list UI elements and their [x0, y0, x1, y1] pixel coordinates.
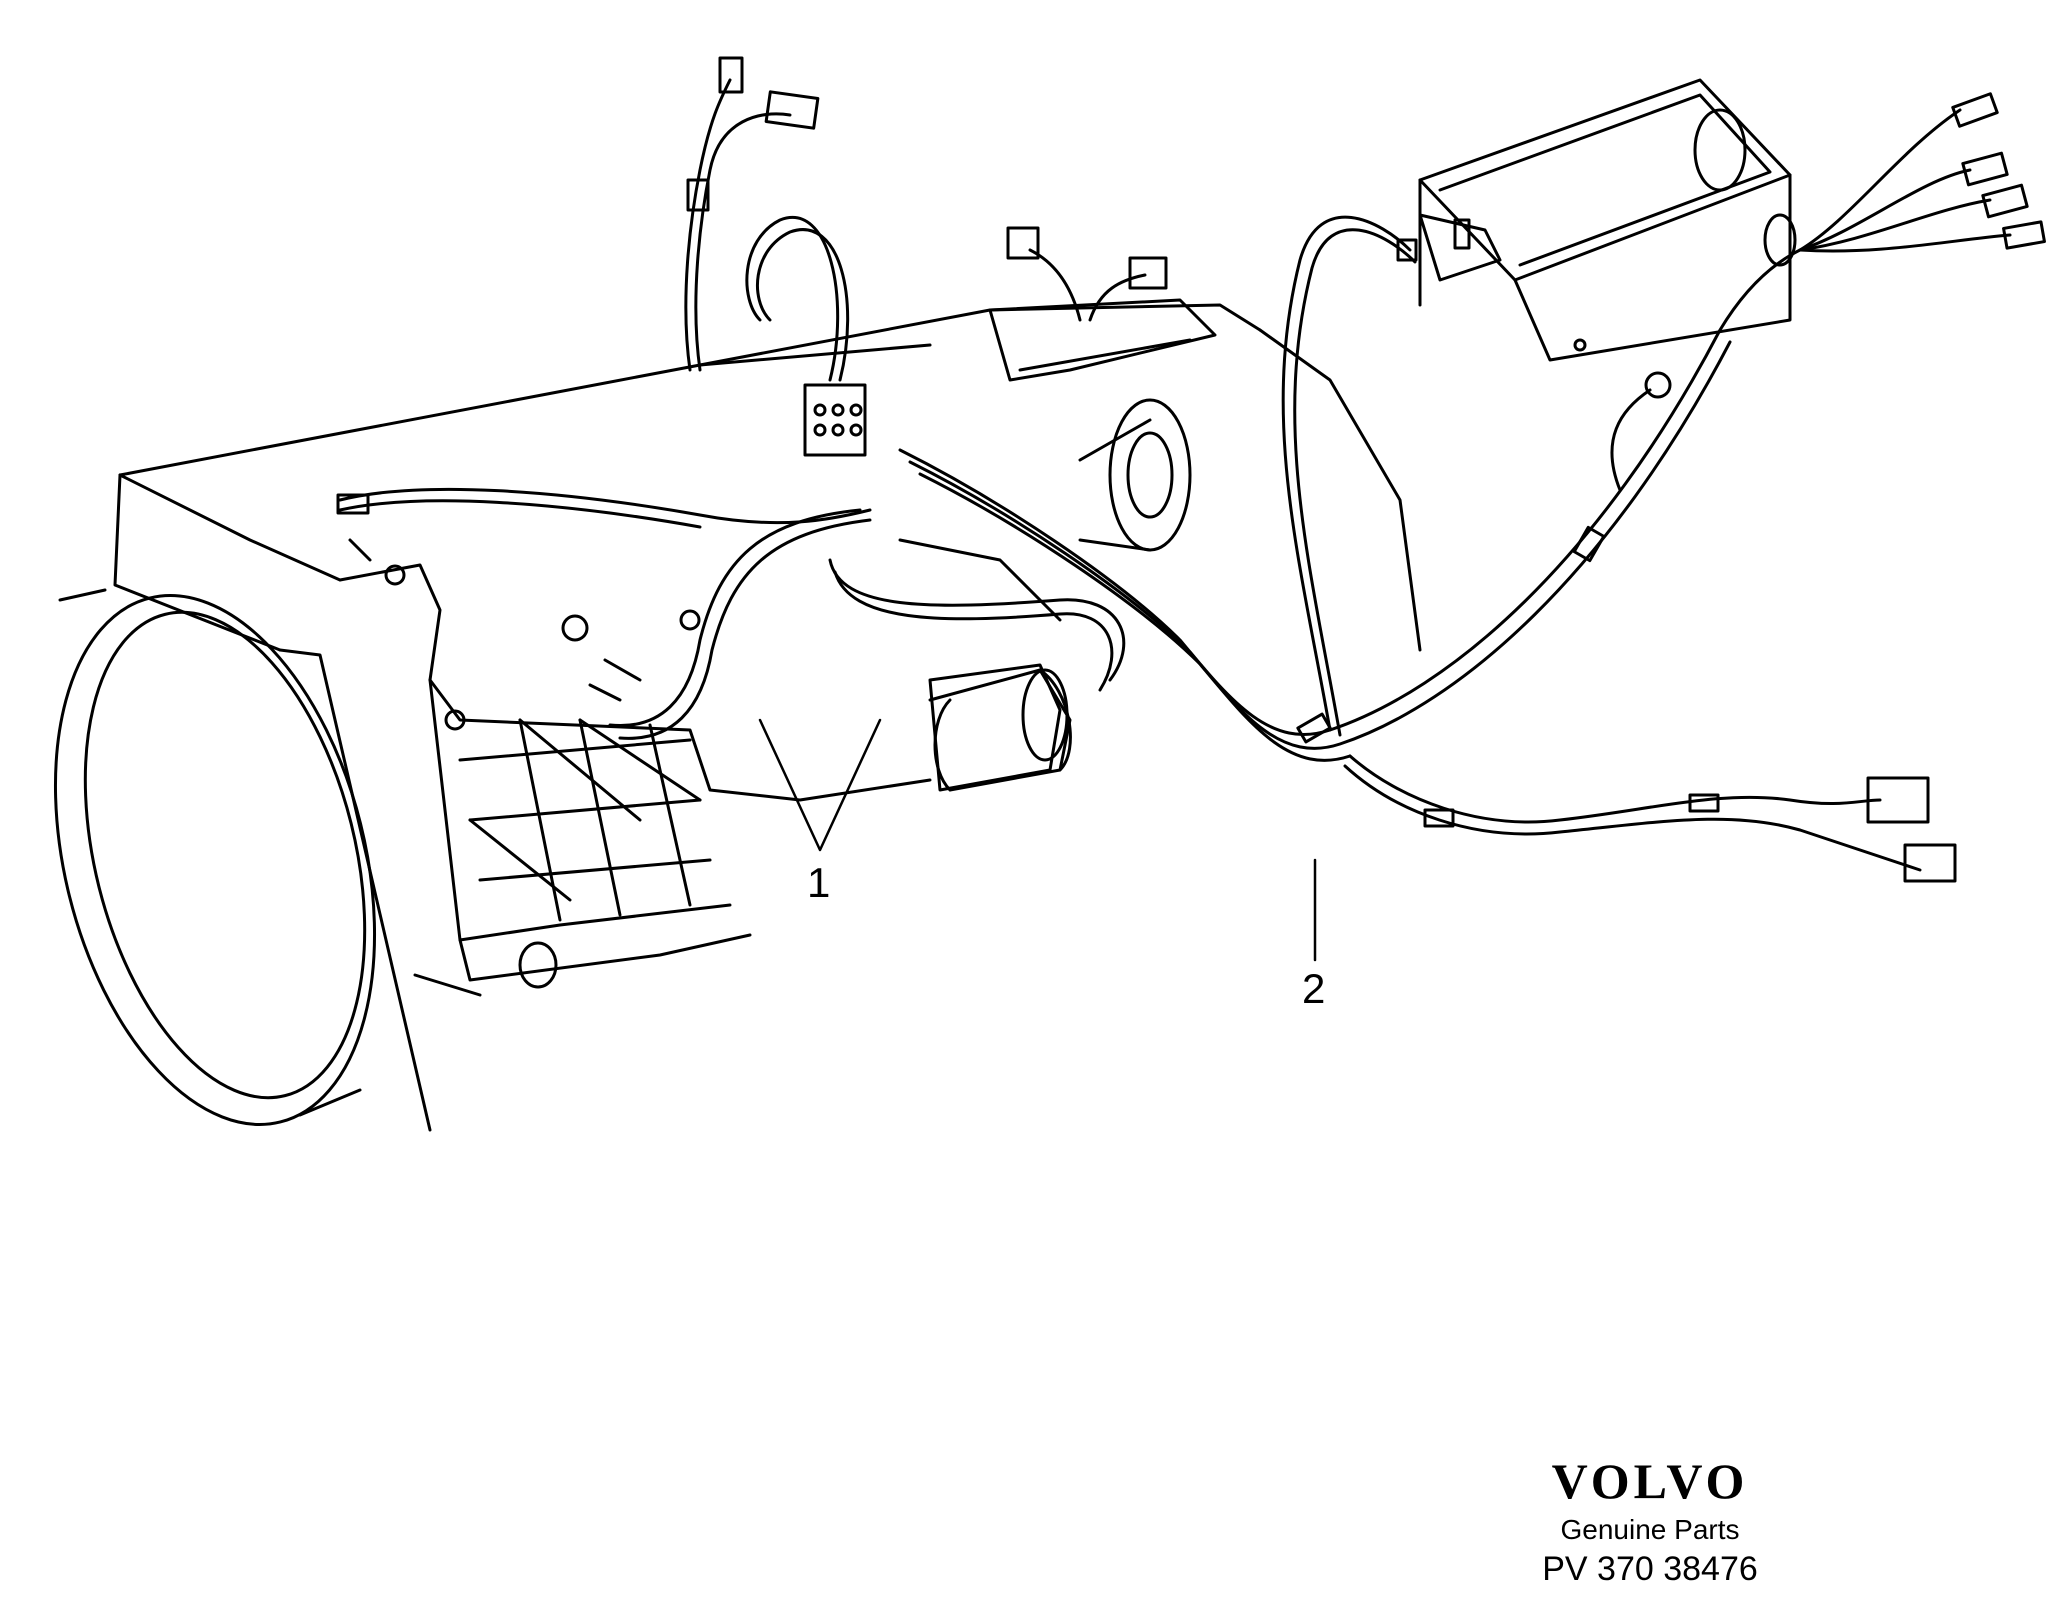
- heater-housing: [113, 343, 1069, 1132]
- volvo-logo: VOLVO: [1551, 1453, 1749, 1509]
- ground-terminal: [561, 614, 589, 642]
- connector-top-2: [764, 90, 820, 130]
- terminal-4: [2002, 220, 2046, 250]
- callout-2: 2: [1302, 965, 1326, 1012]
- center-duct: [698, 298, 1422, 652]
- brand-subtitle: Genuine Parts: [1560, 1514, 1740, 1545]
- blower-motor: [928, 668, 1072, 792]
- terminal-1: [1951, 92, 1999, 128]
- ring-terminal: [1644, 371, 1672, 399]
- terminal-box-top: [1396, 238, 1418, 262]
- brand-block: VOLVO Genuine Parts PV 370 38476: [1500, 1456, 1800, 1586]
- terminal-3: [1981, 183, 2029, 219]
- multi-pin-connector: [803, 383, 867, 457]
- connector-right-1: [1866, 776, 1930, 824]
- control-box: [1418, 78, 1797, 362]
- wiring-harness-1: [336, 56, 1168, 852]
- part-code: PV 370 38476: [1542, 1550, 1758, 1588]
- heater-inlet-ring: [53, 588, 377, 1126]
- sleeve-top: [686, 178, 710, 212]
- connector-top-1: [718, 56, 744, 94]
- wiring-harness-2: [898, 92, 2046, 962]
- connector-center-2: [1128, 256, 1168, 290]
- connector-right-2: [1903, 843, 1957, 883]
- callout-1: 1: [807, 859, 831, 906]
- connector-center-1: [1006, 226, 1040, 260]
- sleeve-left: [336, 493, 370, 515]
- terminal-2: [1961, 151, 2009, 187]
